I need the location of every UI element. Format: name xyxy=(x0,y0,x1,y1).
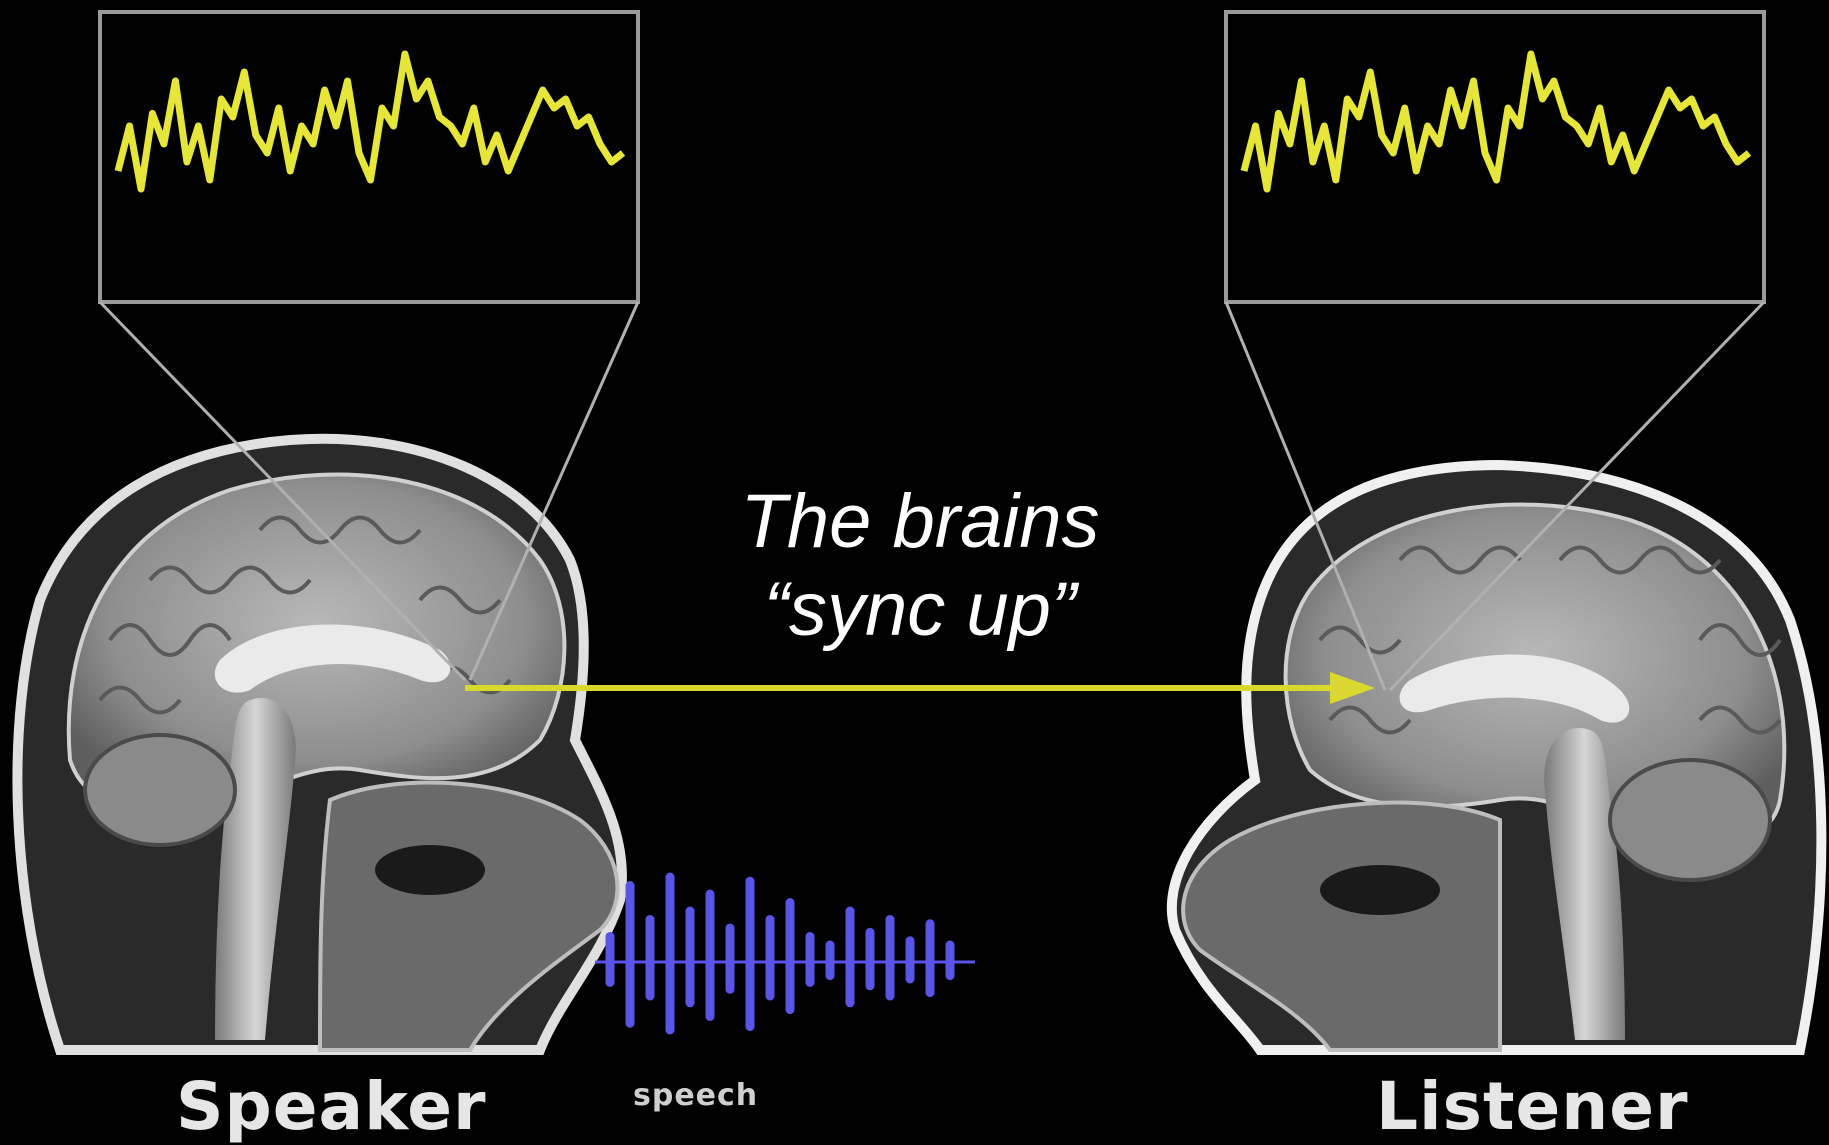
listener-brain-scan xyxy=(1172,465,1822,1050)
listener-inset-frame xyxy=(1226,12,1764,302)
speaker-label: Speaker xyxy=(176,1068,487,1145)
speech-waveform xyxy=(595,877,975,1030)
listener-cerebellum xyxy=(1610,760,1770,880)
speaker-face xyxy=(320,783,617,1050)
sync-caption: The brains “sync up” xyxy=(660,478,1180,654)
caption-line-1: The brains xyxy=(660,478,1180,566)
speaker-cerebellum xyxy=(85,735,235,845)
speech-label: speech xyxy=(633,1078,758,1113)
speaker-sinus xyxy=(375,845,485,895)
speaker-inset-frame xyxy=(100,12,638,302)
caption-line-2: “sync up” xyxy=(660,566,1180,654)
sync-arrow xyxy=(465,672,1375,704)
listener-sinus xyxy=(1320,865,1440,915)
listener-label: Listener xyxy=(1376,1068,1689,1145)
